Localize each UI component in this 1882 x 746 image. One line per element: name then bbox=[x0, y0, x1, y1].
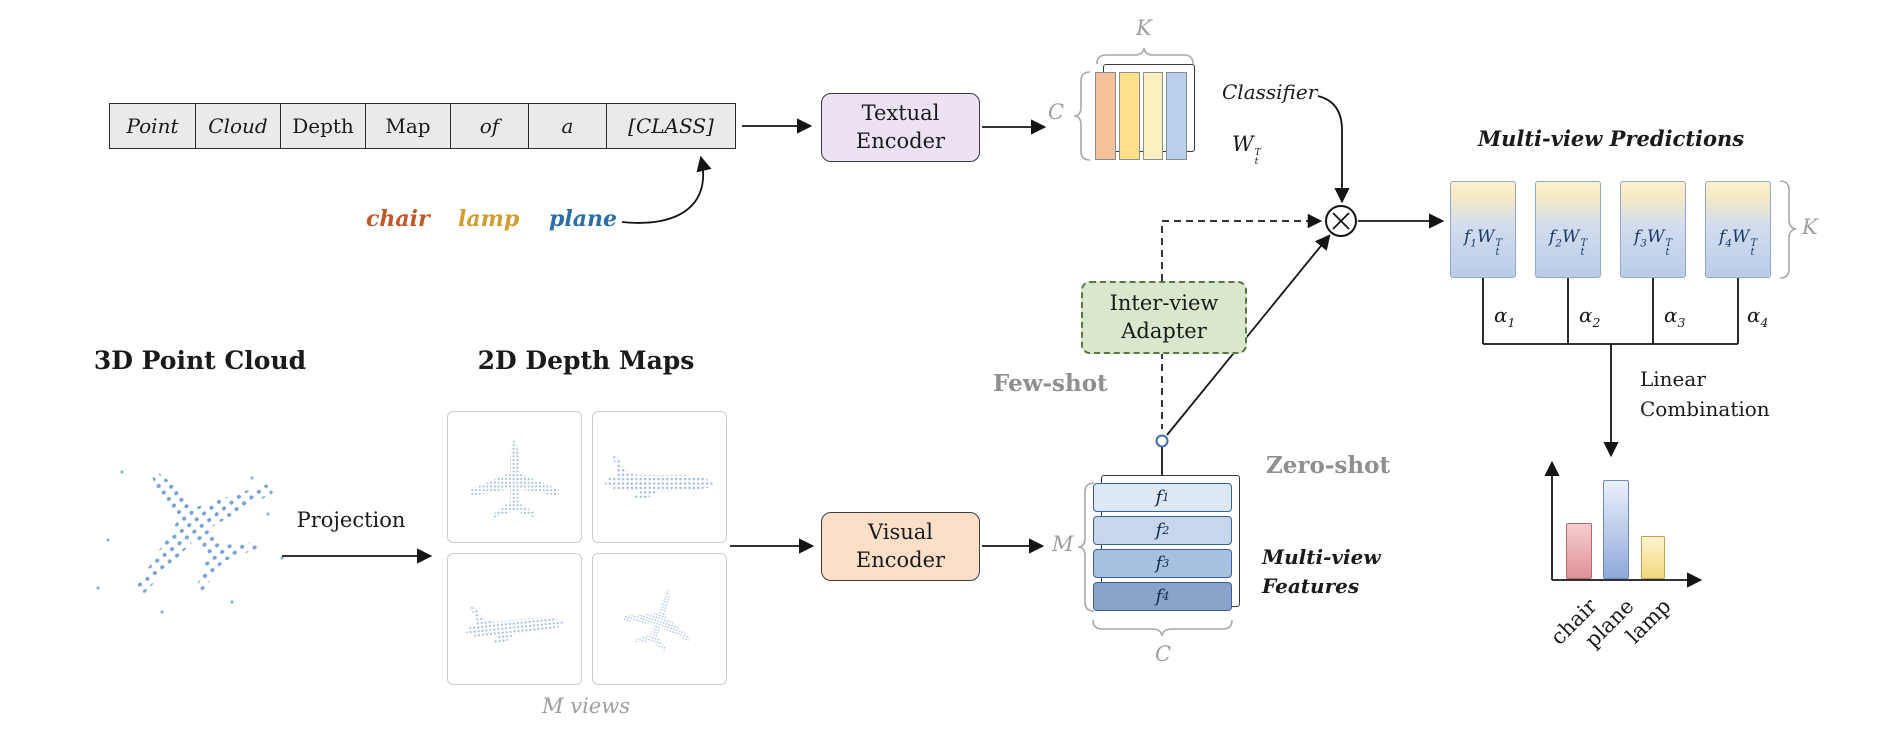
prompt-cell: Depth bbox=[280, 104, 365, 148]
prompt-table: Point Cloud Depth Map of a [CLASS] bbox=[109, 103, 736, 149]
brace-m-left bbox=[1077, 482, 1095, 612]
chart-bar-lamp bbox=[1641, 536, 1665, 579]
classifier-label: Classifier bbox=[1222, 80, 1318, 104]
alpha-4: α4 bbox=[1747, 303, 1769, 330]
textual-encoder-box: Textual Encoder bbox=[821, 93, 980, 162]
chart-bar-chair bbox=[1566, 523, 1592, 579]
brace-c-bottom bbox=[1092, 619, 1233, 637]
prompt-cell: Cloud bbox=[195, 104, 280, 148]
k-dim-label-predictions: K bbox=[1802, 215, 1818, 239]
weight-bar bbox=[1095, 72, 1117, 160]
class-word-plane: plane bbox=[549, 206, 617, 232]
arrow-few-shot-dashed bbox=[1161, 213, 1323, 281]
class-word-lamp: lamp bbox=[458, 206, 520, 232]
depth-map-view-1 bbox=[447, 411, 582, 543]
depth-map-view-4 bbox=[592, 553, 727, 685]
visual-encoder-label: Visual bbox=[867, 520, 934, 545]
arrow-class-to-prompt bbox=[621, 155, 712, 224]
depth-map-view-3 bbox=[447, 553, 582, 685]
inter-view-adapter-box: Inter-view Adapter bbox=[1081, 281, 1247, 354]
features-caption: Multi-view Features bbox=[1262, 545, 1381, 598]
alpha-3: α3 bbox=[1664, 303, 1686, 330]
adapter-label: Inter-view bbox=[1109, 291, 1219, 316]
visual-encoder-box: Visual Encoder bbox=[821, 512, 980, 581]
brace-k-right bbox=[1779, 180, 1797, 279]
class-word-chair: chair bbox=[366, 206, 430, 232]
m-dim-label: M bbox=[1052, 532, 1074, 556]
alpha-1: α1 bbox=[1494, 303, 1516, 330]
chart-bar-plane bbox=[1603, 480, 1629, 579]
depth-maps-title: 2D Depth Maps bbox=[477, 346, 695, 375]
prompt-cell: of bbox=[450, 104, 528, 148]
linear-combination-label: Linear Combination bbox=[1640, 367, 1770, 421]
switch-icon bbox=[1155, 434, 1169, 448]
k-dim-label: K bbox=[1136, 16, 1152, 40]
projection-label: Projection bbox=[296, 508, 406, 532]
zero-shot-label: Zero-shot bbox=[1266, 452, 1391, 479]
prompt-cell-class: [CLASS] bbox=[606, 104, 735, 148]
weight-bar bbox=[1143, 72, 1163, 160]
brace-k-top bbox=[1096, 47, 1194, 65]
point-cloud-title: 3D Point Cloud bbox=[93, 346, 307, 375]
c-dim-label-features: C bbox=[1155, 642, 1172, 666]
alpha-2: α2 bbox=[1579, 303, 1601, 330]
depth-map-view-2 bbox=[592, 411, 727, 543]
prompt-cell: Map bbox=[365, 104, 450, 148]
arrow-zero-shot bbox=[1166, 234, 1331, 436]
predictions-title: Multi-view Predictions bbox=[1477, 126, 1745, 151]
classifier-weight-bars bbox=[1095, 72, 1188, 160]
c-dim-label: C bbox=[1048, 100, 1065, 124]
few-shot-label: Few-shot bbox=[993, 370, 1108, 397]
point-cloud-image bbox=[86, 419, 295, 622]
prompt-cell: Point bbox=[126, 114, 179, 138]
m-views-label: M views bbox=[542, 694, 630, 718]
arrow-classifier-to-product bbox=[1317, 95, 1350, 204]
brace-c-left bbox=[1073, 71, 1091, 161]
tensor-product-icon bbox=[1325, 205, 1357, 237]
weight-bar bbox=[1165, 72, 1188, 160]
textual-encoder-label: Textual bbox=[861, 101, 940, 126]
prompt-cell: a bbox=[528, 104, 606, 148]
weight-bar bbox=[1119, 72, 1141, 160]
